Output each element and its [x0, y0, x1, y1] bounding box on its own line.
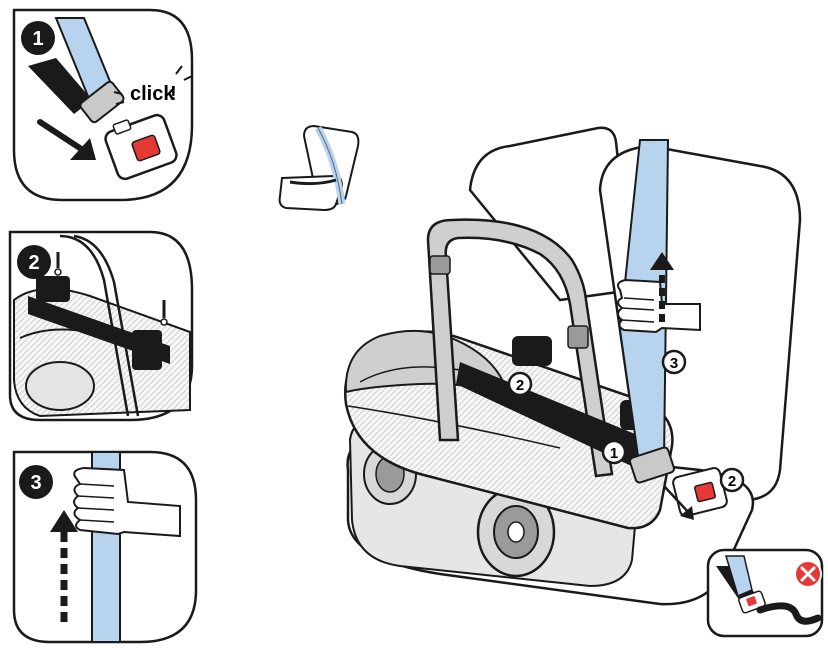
callout-3: 3	[663, 351, 685, 373]
svg-text:3: 3	[670, 355, 678, 372]
svg-text:2: 2	[516, 377, 524, 394]
click-label: click	[130, 83, 175, 105]
vehicle-seat-icon	[280, 126, 359, 210]
step-3-number: 3	[30, 472, 41, 494]
step-3-panel: 3	[14, 452, 196, 642]
callout-2-shell: 2	[509, 373, 531, 395]
incorrect-routing-warning-icon	[708, 550, 822, 636]
svg-text:1: 1	[610, 445, 618, 462]
step-1-number: 1	[32, 28, 43, 50]
callout-2-buckle: 2	[721, 469, 743, 491]
step-2-panel: 2	[10, 232, 192, 420]
callout-1: 1	[603, 441, 625, 463]
step-1-panel: 1 click !	[14, 10, 192, 200]
step-2-number: 2	[28, 252, 39, 274]
car-seat-illustration: 1 2 2 3	[345, 128, 800, 604]
click-exclamation: !	[170, 83, 177, 105]
svg-text:2: 2	[728, 473, 736, 490]
